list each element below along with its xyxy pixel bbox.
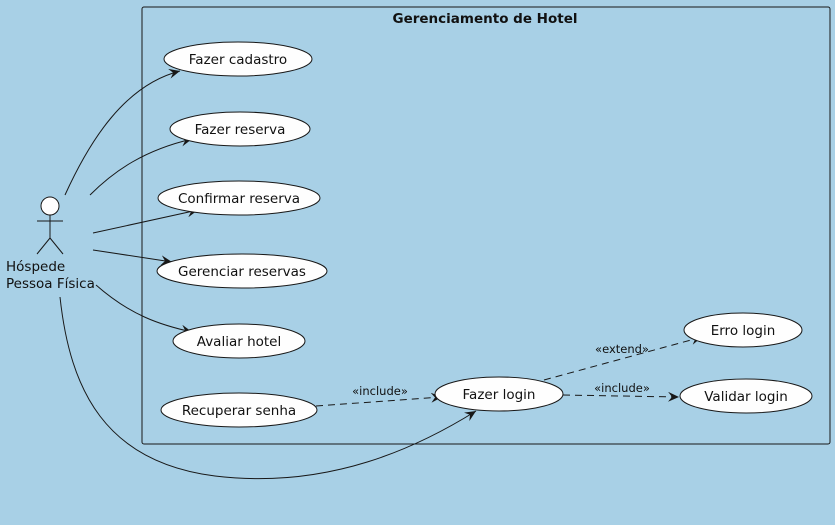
actor-head xyxy=(40,196,60,216)
use-case-label: Confirmar reserva xyxy=(178,191,300,207)
dep-include-validar xyxy=(562,391,680,402)
use-case-label: Erro login xyxy=(711,323,776,339)
system-boundary xyxy=(141,6,831,445)
use-case-label: Avaliar hotel xyxy=(197,334,282,350)
assoc-confirmar-reserva xyxy=(92,207,199,234)
use-case-avaliar-hotel[interactable]: Avaliar hotel xyxy=(172,323,306,359)
actor-right-leg xyxy=(49,237,64,255)
system-title: Gerenciamento de Hotel xyxy=(393,11,578,27)
assoc-fazer-login xyxy=(59,296,477,480)
use-case-validar-login[interactable]: Validar login xyxy=(679,378,813,414)
dep-include-recuperar xyxy=(315,392,443,407)
label-include-validar: «include» xyxy=(594,381,650,395)
use-case-fazer-login[interactable]: Fazer login xyxy=(434,376,564,412)
use-case-fazer-reserva[interactable]: Fazer reserva xyxy=(169,111,311,147)
use-case-gerenciar-reservas[interactable]: Gerenciar reservas xyxy=(156,253,328,289)
assoc-gerenciar-reservas xyxy=(92,249,173,266)
dep-extend-erro xyxy=(543,335,703,381)
use-case-label: Fazer reserva xyxy=(195,122,286,138)
label-include-recuperar: «include» xyxy=(352,384,408,398)
use-case-recuperar-senha[interactable]: Recuperar senha xyxy=(160,392,318,428)
label-extend-erro: «extend» xyxy=(595,342,649,356)
use-case-label: Recuperar senha xyxy=(182,403,296,419)
use-case-confirmar-reserva[interactable]: Confirmar reserva xyxy=(157,180,321,216)
actor-label-line2: Pessoa Física xyxy=(6,276,95,292)
assoc-fazer-reserva xyxy=(89,136,193,196)
use-case-erro-login[interactable]: Erro login xyxy=(683,312,803,348)
use-case-label: Fazer login xyxy=(463,387,536,403)
actor-left-leg xyxy=(36,237,51,255)
use-case-label: Gerenciar reservas xyxy=(178,264,306,280)
assoc-fazer-cadastro xyxy=(64,68,181,196)
actor-label-line1: Hóspede xyxy=(6,259,65,275)
assoc-avaliar-hotel xyxy=(95,284,193,335)
use-case-label: Fazer cadastro xyxy=(189,52,287,68)
use-case-fazer-cadastro[interactable]: Fazer cadastro xyxy=(163,41,313,77)
actor-hospede: Hóspede Pessoa Física xyxy=(6,196,95,292)
use-case-label: Validar login xyxy=(704,389,788,405)
